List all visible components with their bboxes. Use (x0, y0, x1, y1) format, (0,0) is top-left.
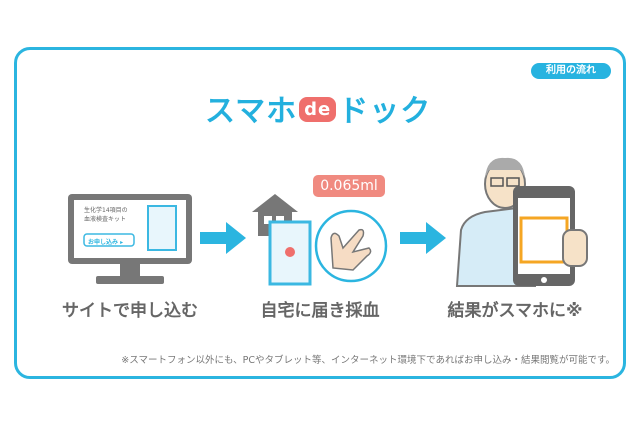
usage-flow-badge: 利用の流れ (531, 63, 611, 79)
blood-amount-badge: 0.065ml (313, 175, 385, 197)
step-1-label: サイトで申し込む (62, 301, 198, 321)
logo-de: de (299, 97, 337, 122)
house-kit-icon (252, 194, 312, 286)
flow-frame (14, 47, 626, 379)
monitor-icon (68, 194, 192, 284)
step-2-label: 自宅に届き採血 (260, 301, 380, 321)
logo-text-1: スマホ (205, 94, 298, 129)
step-3-label: 結果がスマホに※ (447, 301, 583, 321)
arrow-right-icon (200, 222, 246, 254)
screen-apply-button: お申し込み ▸ (88, 239, 124, 246)
arrow-right-icon (400, 222, 446, 254)
logo-text-2: ドック (338, 94, 432, 129)
footnote: ※スマートフォン以外にも、PCやタブレット等、インターネット環境下であればお申し… (121, 355, 615, 366)
hand-icon (314, 209, 388, 283)
screen-text-2: 血液検査キット (84, 216, 127, 223)
screen-text-1: 生化学14項目の (84, 207, 128, 214)
doctor-smartphone-icon (455, 157, 588, 287)
